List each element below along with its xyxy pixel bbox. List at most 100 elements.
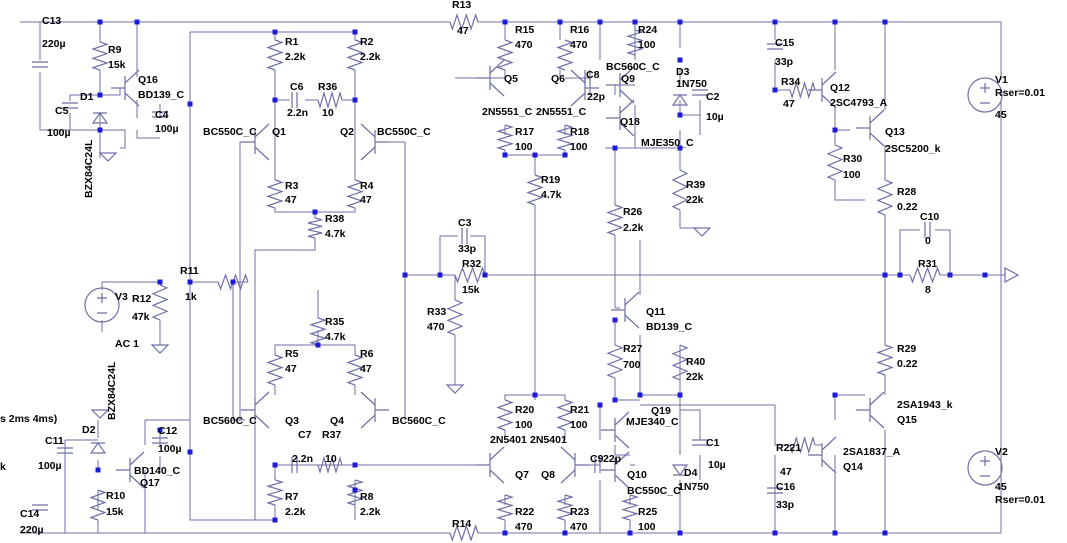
label-r32v: 15k (462, 284, 480, 296)
label-r9: R9 (108, 44, 122, 56)
junction-dot-15 (772, 19, 778, 25)
label-q3: Q3 (285, 415, 299, 427)
junction-dot-5 (272, 29, 278, 35)
label-c14: C14 (20, 508, 39, 520)
label-c4: C4 (155, 109, 169, 121)
label-r11v: 1k (185, 291, 197, 303)
label-q5m: 2N5551_C (482, 106, 533, 118)
label-q7m: 2N5401 (490, 434, 527, 446)
label-r1v: 2.2k (285, 51, 306, 63)
label-v1v: 45 (995, 109, 1007, 121)
label-c11v: 100µ (38, 460, 62, 472)
wire-52 (614, 320, 640, 401)
label-v2s: Rser=0.01 (995, 494, 1045, 506)
resistor-r20 (496, 399, 514, 431)
junction-dot-48 (627, 530, 633, 536)
wire-68 (64, 439, 98, 533)
junction-dot-18 (677, 57, 683, 63)
label-c9v: 22p (603, 453, 621, 465)
label-bzx1: BZX84C24L (83, 139, 95, 198)
capacitor-c16 (767, 487, 783, 494)
label-q17m: BD140_C (134, 465, 181, 477)
junction-dot-43 (612, 397, 618, 403)
label-q13: Q13 (885, 126, 905, 138)
label-q14: Q14 (843, 461, 863, 473)
label-c3v: 33p (458, 243, 476, 255)
resistor-r12 (151, 284, 169, 321)
label-c7v: 2.2n (292, 453, 313, 465)
junction-dot-38 (272, 462, 278, 468)
capacitor-c9 (594, 457, 601, 473)
wire-47 (679, 22, 701, 135)
label-c15v: 33p (775, 56, 793, 68)
label-r16v: 470 (570, 39, 588, 51)
label-r6v: 47 (360, 363, 372, 375)
transistor-q14 (808, 436, 837, 474)
resistor-r39 (671, 169, 689, 211)
ground-3 (445, 384, 465, 394)
wire-63 (640, 404, 822, 446)
label-c2v: 10µ (706, 111, 724, 123)
resistor-r23 (555, 494, 575, 521)
resistor-r38 (307, 217, 323, 239)
label-q11m: BD139_C (646, 321, 693, 333)
label-r38: R38 (325, 213, 344, 225)
transistor-q10 (601, 451, 630, 489)
source-v2 (967, 450, 1003, 486)
label-r39: R39 (686, 179, 705, 191)
label-q9: Q9 (621, 73, 635, 85)
label-r35: R35 (325, 316, 344, 328)
wire-51 (615, 240, 641, 395)
label-q9m: BC560C_C (606, 61, 660, 73)
source-v2-sign (980, 456, 990, 477)
capacitor-c5 (62, 102, 78, 109)
junction-dot-36 (157, 279, 163, 285)
label-r221: R221 (776, 442, 801, 454)
label-q19: Q19 (651, 405, 671, 417)
resistor-r33 (446, 299, 464, 336)
capacitor-c4 (152, 111, 168, 118)
label-r29v: 0.22 (897, 358, 918, 370)
label-r5: R5 (285, 348, 299, 360)
transistor-q18 (606, 99, 635, 137)
label-ac: AC 1 (115, 338, 139, 350)
label-r24: R24 (638, 24, 657, 36)
junction-dot-51 (832, 530, 838, 536)
transistor-q9 (606, 66, 635, 104)
junction-dot-11 (557, 19, 563, 25)
label-r23: R23 (570, 506, 589, 518)
label-q1: Q1 (272, 126, 286, 138)
junction-dot-20 (532, 152, 538, 158)
label-r3v: 47 (285, 194, 297, 206)
junction-dot-6 (352, 29, 358, 35)
wire-20 (239, 142, 406, 420)
junction-dot-33 (482, 272, 488, 278)
resistor-r6 (346, 354, 364, 386)
junction-dot-21 (562, 152, 568, 158)
wire-41 (504, 430, 566, 440)
wire-21 (190, 281, 248, 421)
label-v1: V1 (995, 74, 1008, 86)
label-bzx2: BZX84C24L (106, 361, 118, 420)
label-q18: Q18 (620, 116, 640, 128)
junction-dot-9 (312, 209, 318, 215)
resistor-r18 (555, 124, 575, 151)
resistor-r7 (265, 479, 285, 506)
source-v3-sign (97, 293, 107, 314)
junction-dot-29 (947, 272, 953, 278)
label-c5v: 100µ (47, 127, 71, 139)
wire-29 (899, 229, 951, 275)
label-r4v: 47 (360, 194, 372, 206)
label-r21: R21 (570, 404, 589, 416)
wire-54 (679, 395, 701, 533)
label-r7v: 2.2k (285, 506, 306, 518)
label-q10: Q10 (627, 469, 647, 481)
label-q14m: 2SA1837_A (843, 446, 901, 458)
label-v2: V2 (995, 446, 1008, 458)
junction-dot-52 (882, 530, 888, 536)
junction-dot-12 (597, 19, 603, 25)
junction-dot-47 (562, 530, 568, 536)
wire-42 (504, 495, 566, 533)
junction-dot-42 (637, 392, 643, 398)
resistor-r29 (876, 344, 894, 376)
